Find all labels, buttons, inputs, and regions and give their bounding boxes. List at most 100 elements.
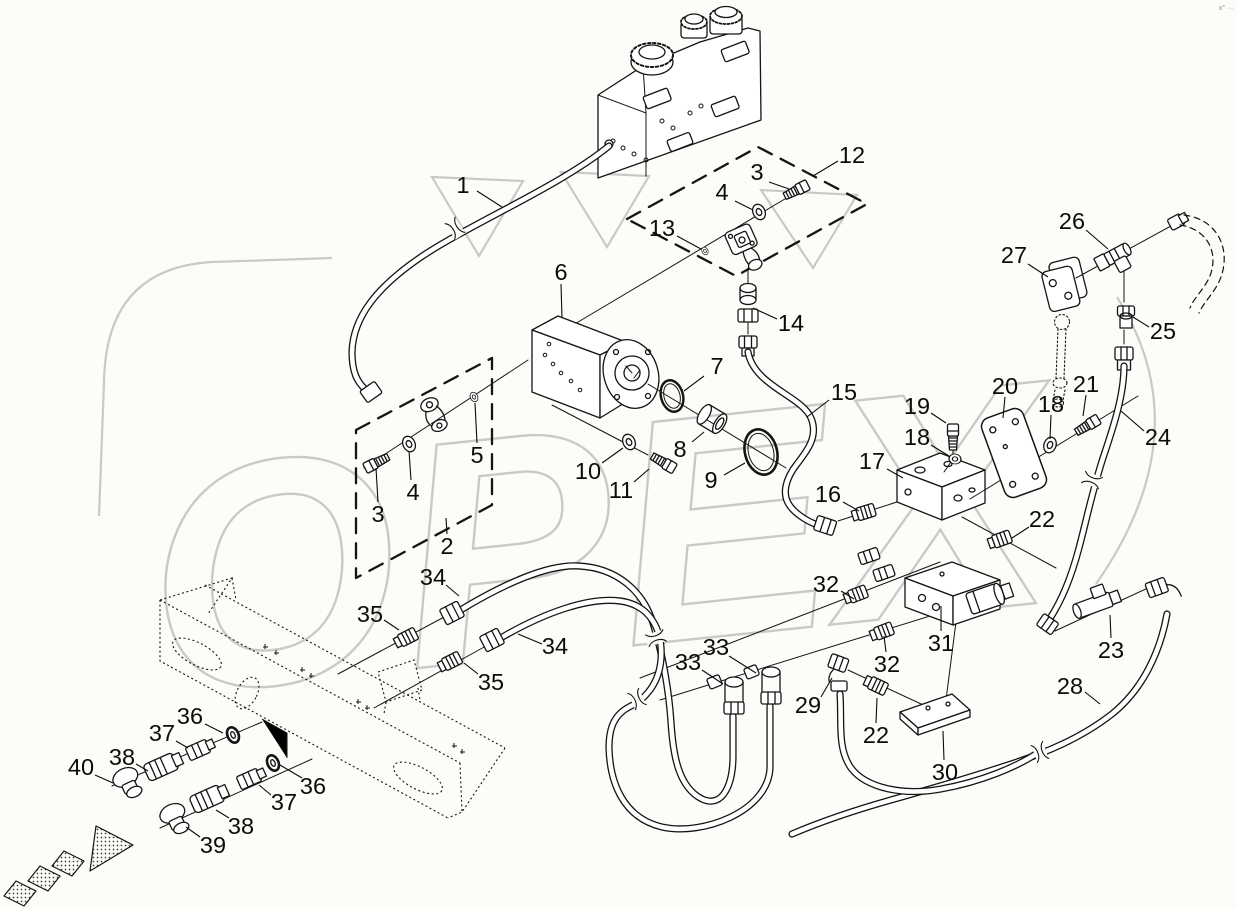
callout-label-14: 14 [778, 310, 804, 336]
callout-leader-2 [445, 517, 448, 535]
callout-label-23: 23 [1098, 637, 1124, 663]
callout-leader-19 [930, 412, 947, 424]
callout-label-36: 36 [300, 773, 326, 799]
callout-leader-26 [1085, 229, 1109, 250]
callout-label-33: 33 [675, 649, 701, 675]
callout-label-18: 18 [1038, 391, 1064, 417]
callout-leader-35 [383, 619, 400, 631]
callout-label-12: 12 [839, 142, 865, 168]
callout-leaders [94, 160, 1150, 838]
top-right-fittings [1036, 211, 1225, 635]
callout-leader-21 [1082, 394, 1087, 417]
grease-fittings-rows [111, 721, 313, 835]
callout-label-3: 3 [750, 159, 763, 185]
frame-screw-marks [261, 644, 465, 758]
callout-leader-36 [279, 764, 303, 779]
callout-label-11: 11 [609, 477, 633, 503]
callout-leader-1 [476, 190, 503, 208]
callout-label-32: 32 [813, 571, 839, 597]
callout-leader-4 [734, 200, 754, 211]
callout-label-4: 4 [406, 479, 419, 505]
callout-label-7: 7 [710, 353, 723, 379]
callout-leader-33 [728, 655, 757, 674]
callout-leader-30 [942, 730, 945, 761]
callout-leader-6 [560, 283, 563, 319]
callout-label-28: 28 [1057, 673, 1083, 699]
callout-leader-28 [1084, 691, 1101, 705]
callout-leader-20 [1002, 396, 1006, 419]
callout-label-1: 1 [456, 172, 469, 198]
callout-label-37: 37 [271, 789, 297, 815]
callout-leader-8 [691, 431, 705, 443]
callout-leader-36 [204, 723, 224, 734]
callout-label-34: 34 [542, 633, 568, 659]
callout-label-20: 20 [992, 373, 1018, 399]
callout-label-25: 25 [1150, 318, 1176, 344]
callout-leader-37 [258, 784, 272, 796]
callout-label-36: 36 [177, 703, 203, 729]
callout-label-17: 17 [859, 448, 885, 474]
pump-drawing [531, 189, 801, 476]
callout-leader-12 [812, 160, 839, 177]
flange-kit-box-12 [625, 145, 869, 357]
callout-label-9: 9 [704, 467, 717, 493]
callout-label-24: 24 [1145, 424, 1171, 450]
callout-label-26: 26 [1059, 208, 1085, 234]
callout-label-21: 21 [1073, 371, 1099, 397]
callout-label-2: 2 [440, 533, 453, 559]
callout-leader-38 [135, 763, 149, 772]
corner-mark: x° ··· [1219, 4, 1234, 12]
callout-leader-34 [517, 633, 543, 645]
callout-label-22: 22 [863, 722, 889, 748]
callout-leader-4 [408, 450, 412, 481]
callout-label-30: 30 [932, 759, 958, 785]
callout-label-4: 4 [715, 179, 728, 205]
steering-hoses [337, 562, 782, 833]
callout-label-3: 3 [371, 501, 384, 527]
callout-leader-38 [215, 809, 230, 819]
callout-leader-18 [1049, 414, 1052, 440]
callout-label-32: 32 [874, 651, 900, 677]
callout-leader-33 [701, 669, 724, 685]
callout-label-8: 8 [673, 436, 686, 462]
callout-label-19: 19 [904, 393, 930, 419]
callout-label-38: 38 [228, 813, 254, 839]
direction-arrow [3, 825, 134, 907]
callout-label-39: 39 [200, 832, 226, 858]
callout-leader-40 [94, 774, 114, 784]
callout-leader-23 [1109, 614, 1112, 639]
callout-leader-11 [633, 468, 650, 483]
mount-kit-box-2 [354, 356, 529, 580]
callout-leader-39 [185, 826, 201, 838]
callout-leader-14 [752, 307, 778, 320]
callout-label-10: 10 [575, 458, 601, 484]
callout-leader-35 [463, 662, 479, 675]
callout-leader-27 [1027, 263, 1049, 278]
callout-label-40: 40 [68, 754, 94, 780]
callout-label-37: 37 [149, 720, 175, 746]
callout-label-22: 22 [1029, 506, 1055, 532]
callout-leader-3 [768, 181, 790, 190]
callout-label-35: 35 [478, 669, 504, 695]
callout-leader-24 [1120, 410, 1145, 432]
callout-leader-32 [840, 590, 855, 600]
callout-leader-16 [842, 501, 860, 512]
callout-leader-25 [1132, 316, 1150, 328]
callout-label-6: 6 [554, 259, 567, 285]
callout-leader-5 [474, 402, 478, 444]
pressure-pipe-valveblock [744, 348, 1139, 569]
callout-label-15: 15 [831, 379, 857, 405]
callout-label-38: 38 [109, 744, 135, 770]
callout-label-13: 13 [649, 215, 675, 241]
callout-label-27: 27 [1001, 242, 1027, 268]
callout-leader-34 [445, 584, 460, 597]
callout-label-5: 5 [470, 442, 483, 468]
callout-leader-7 [683, 375, 705, 392]
callout-leader-13 [676, 235, 702, 250]
callout-leader-3 [375, 467, 379, 503]
callout-leader-22 [875, 697, 878, 724]
hydraulic-tank-drawing [597, 5, 762, 179]
